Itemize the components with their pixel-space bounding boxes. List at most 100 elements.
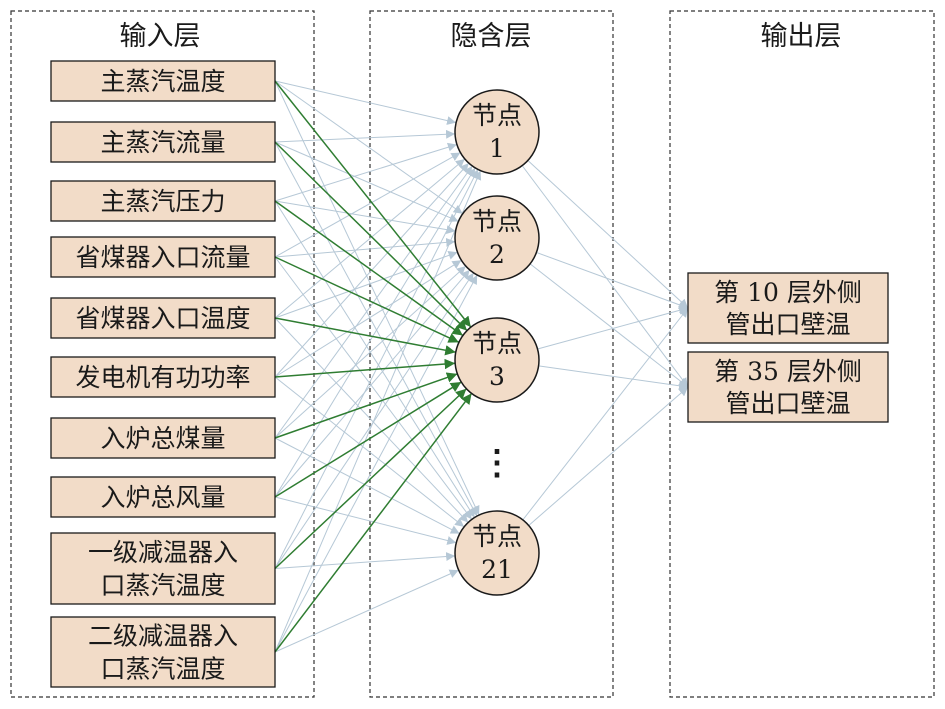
input-box-rect: [50, 356, 276, 398]
hidden-node: 节点 2: [454, 195, 540, 281]
edge-input-8-to-node-highlight: [274, 381, 462, 498]
hidden-node-label: 节点: [472, 522, 522, 551]
input-box-rect: [50, 121, 276, 163]
input-label: 省煤器入口温度: [75, 304, 250, 333]
edge-input-4-to-node-2: [274, 237, 456, 258]
edge-input-8-to-node-2: [274, 269, 471, 498]
connection-edges: [274, 80, 689, 653]
input-box: 省煤器入口流量: [50, 236, 276, 278]
input-box: 省煤器入口温度: [50, 297, 276, 339]
edge-input-2-to-node-4: [274, 141, 478, 517]
input-label: 入炉总风量: [100, 483, 225, 512]
output-label: 管出口壁温: [725, 389, 850, 418]
hidden-layer-panel: [369, 10, 614, 698]
edge-node-3-to-output-2: [538, 365, 689, 391]
edge-input-1-to-node-2: [274, 80, 463, 215]
input-nodes: 主蒸汽温度主蒸汽流量主蒸汽压力省煤器入口流量省煤器入口温度发电机有功功率入炉总煤…: [50, 60, 276, 688]
input-box-rect: [50, 476, 276, 518]
input-box-rect: [50, 417, 276, 459]
input-label: 主蒸汽温度: [100, 67, 225, 96]
edge-node-4-to-output-2: [528, 386, 689, 526]
input-box-rect: [50, 236, 276, 278]
input-box: 主蒸汽流量: [50, 121, 276, 163]
edge-input-4-to-node-highlight: [274, 256, 460, 344]
hidden-node-label: 节点: [472, 101, 522, 130]
edge-node-4-to-output-1: [522, 307, 689, 521]
edge-input-8-to-node-4: [274, 496, 457, 545]
edge-input-2-to-node-2: [274, 141, 459, 222]
edge-input-3-to-node-1: [274, 142, 458, 202]
input-label: 主蒸汽流量: [100, 128, 225, 157]
input-label: 主蒸汽压力: [100, 187, 225, 216]
hidden-node-label: 2: [489, 240, 505, 269]
hidden-node-label: 21: [481, 555, 513, 584]
edge-input-4-to-node-1: [274, 152, 461, 258]
hidden-node-label: 节点: [472, 207, 522, 236]
edge-input-6-to-node-4: [274, 376, 465, 528]
edge-node-2-to-output-2: [529, 263, 689, 388]
edge-input-10-to-node-1: [274, 170, 482, 653]
hidden-node: 节点 1: [454, 89, 540, 175]
input-layer-title: 输入层: [120, 21, 201, 52]
edge-input-7-to-node-highlight: [274, 372, 458, 439]
edge-node-1-to-output-1: [527, 160, 689, 309]
input-label: 入炉总煤量: [100, 424, 225, 453]
input-label: 省煤器入口流量: [75, 243, 250, 272]
output-label: 管出口壁温: [725, 310, 850, 339]
input-label: 二级减温器入: [88, 622, 238, 651]
edge-input-4-to-node-4: [274, 256, 473, 520]
input-box: 入炉总煤量: [50, 417, 276, 459]
edge-input-6-to-node-2: [274, 259, 462, 378]
edge-input-5-to-node-highlight: [274, 317, 456, 356]
edge-input-7-to-node-2: [274, 265, 467, 439]
input-box: 发电机有功功率: [50, 356, 276, 398]
hidden-node-label: 3: [489, 362, 505, 391]
hidden-node: 节点 3: [454, 317, 540, 403]
hidden-node-circle: [454, 195, 540, 281]
input-label: 口蒸汽温度: [100, 655, 225, 684]
edge-input-6-to-node-highlight: [274, 358, 456, 378]
hidden-node-circle: [454, 317, 540, 403]
edge-input-1-to-node-highlight: [274, 80, 472, 328]
input-box-rect: [50, 616, 276, 688]
hidden-node-label: 节点: [472, 329, 522, 358]
edge-input-2-to-node-highlight: [274, 141, 468, 332]
edge-node-3-to-output-1: [537, 306, 689, 350]
hidden-node-circle: [454, 89, 540, 175]
edge-input-10-to-node-4: [274, 569, 459, 653]
edge-node-2-to-output-1: [536, 251, 689, 310]
input-box: 入炉总风量: [50, 476, 276, 518]
output-layer-panel: [669, 10, 935, 698]
input-box-rect: [50, 297, 276, 339]
output-box-rect: [687, 272, 889, 344]
input-layer-panel: [10, 10, 315, 698]
output-layer-title: 输出层: [761, 21, 842, 52]
input-box-rect: [50, 180, 276, 222]
hidden-node-circle: [454, 510, 540, 596]
input-box: 主蒸汽压力: [50, 180, 276, 222]
hidden-node-label: 1: [489, 134, 505, 163]
hidden-nodes: 节点 1 节点 2 节点 3 节点 21 ⋮: [454, 89, 540, 596]
edge-input-8-to-node-1: [274, 167, 476, 498]
edge-input-5-to-node-4: [274, 317, 469, 523]
output-box-rect: [687, 351, 889, 423]
edge-input-5-to-node-2: [274, 251, 458, 319]
edge-input-9-to-node-highlight: [274, 388, 467, 570]
input-label: 口蒸汽温度: [100, 571, 225, 600]
input-box-rect: [50, 532, 276, 605]
output-label: 第 35 层外侧: [714, 357, 862, 386]
input-label: 一级减温器入: [88, 538, 238, 567]
edge-input-1-to-node-1: [274, 80, 457, 125]
edge-input-3-to-node-highlight: [274, 200, 464, 337]
hidden-node: 节点 21: [454, 510, 540, 596]
edge-input-10-to-node-highlight: [274, 392, 473, 653]
hidden-ellipsis: ⋮: [480, 443, 514, 483]
edge-input-7-to-node-4: [274, 437, 460, 535]
input-box-rect: [50, 60, 276, 102]
edge-input-9-to-node-4: [274, 552, 456, 569]
